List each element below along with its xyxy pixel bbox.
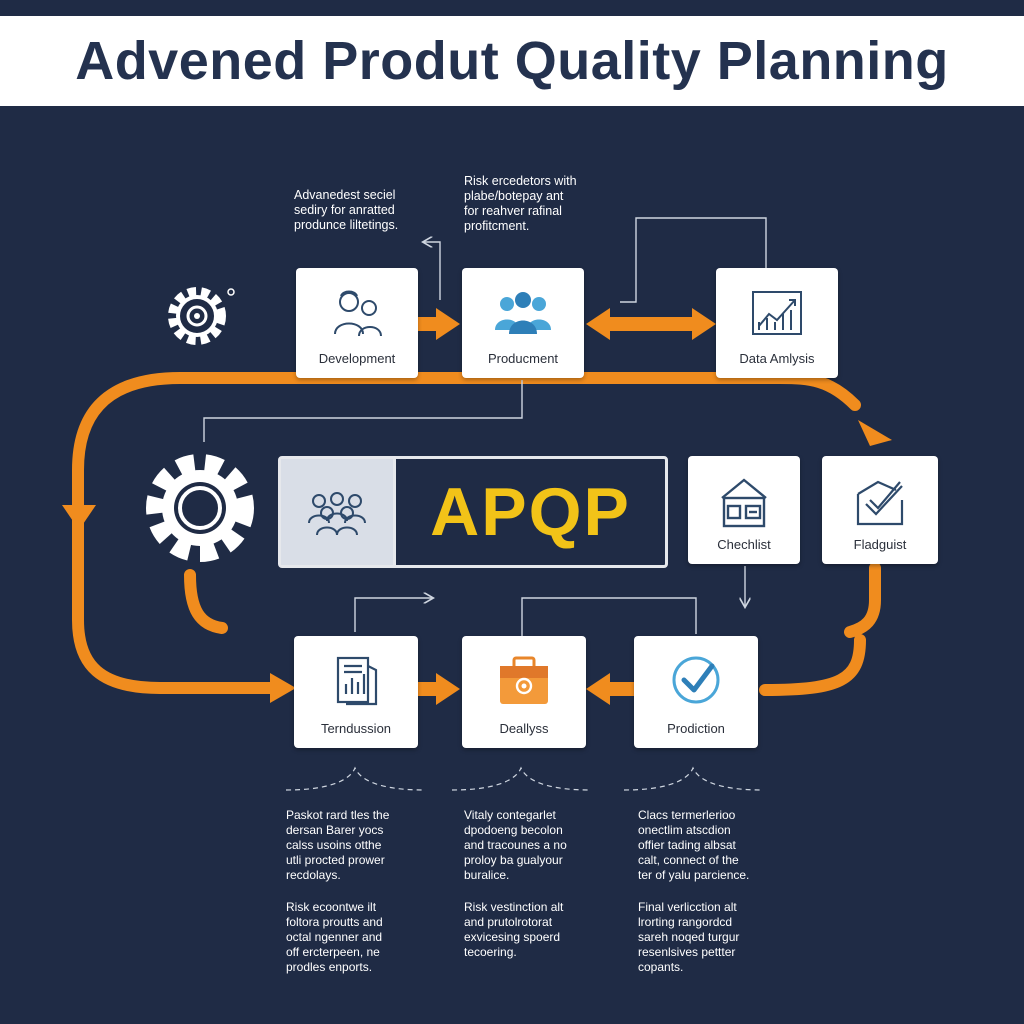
chart-icon	[752, 291, 802, 335]
card-prodiction[interactable]: Prodiction	[634, 636, 758, 748]
document-chart-icon	[336, 656, 378, 706]
top-arrows	[418, 308, 716, 340]
group-people-icon	[495, 292, 551, 334]
card-label: Deallyss	[499, 721, 549, 736]
card-label: Fladguist	[853, 537, 907, 552]
orange-loop	[72, 372, 881, 696]
team-people-icon	[334, 290, 382, 337]
small-gear-icon	[168, 287, 235, 345]
card-label: Terndussion	[320, 721, 392, 736]
orange-arrowheads	[62, 420, 892, 703]
checkbox-folder-icon	[856, 480, 904, 526]
apqp-team-panel	[281, 459, 393, 565]
check-circle-icon	[672, 656, 720, 704]
thin-connectors	[203, 217, 767, 636]
building-icon	[721, 478, 767, 528]
page-title: Advened Produt Quality Planning	[75, 31, 949, 91]
card-checklist[interactable]: Chechlist	[688, 456, 800, 564]
apqp-label-panel: APQP	[393, 459, 665, 565]
card-data-analysis[interactable]: Data Amlysis	[716, 268, 838, 378]
card-label: Chechlist	[717, 537, 771, 552]
card-development[interactable]: Development	[296, 268, 418, 378]
apqp-center-box: APQP	[278, 456, 668, 568]
card-deallyss[interactable]: Deallyss	[462, 636, 586, 748]
title-bar: Advened Produt Quality Planning	[0, 16, 1024, 106]
card-label: Producment	[487, 351, 559, 366]
large-gear-icon	[146, 454, 254, 562]
note-bottom-1a: Paskot rard tles the dersan Barer yocs c…	[286, 808, 390, 882]
toolbox-icon	[500, 656, 548, 704]
note-top-mid: Risk ercedetors with plabe/botepay ant f…	[464, 174, 577, 233]
bottom-braces	[285, 766, 763, 791]
card-label: Prodiction	[667, 721, 725, 736]
note-bottom-1b: Risk ecoontwe ilt foltora proutts and oc…	[286, 900, 383, 974]
note-bottom-3b: Final verlicction alt lrorting rangordcd…	[638, 900, 740, 974]
note-bottom-2a: Vitaly contegarlet dpodoeng becolon and …	[464, 808, 567, 882]
card-label: Development	[318, 351, 396, 366]
note-bottom-3a: Clacs termerlerioo onectlim atscdion off…	[638, 808, 750, 882]
note-top-left: Advanedest seciel sediry for anratted pr…	[294, 188, 399, 232]
card-flagguist[interactable]: Fladguist	[822, 456, 938, 564]
card-producment[interactable]: Producment	[462, 268, 584, 378]
note-bottom-2b: Risk vestinction alt and prutolrotorat e…	[464, 900, 564, 959]
apqp-label: APQP	[430, 474, 631, 550]
card-terndussion[interactable]: Terndussion	[294, 636, 418, 748]
card-label: Data Amlysis	[739, 351, 815, 366]
bottom-arrows	[418, 673, 634, 705]
team-group-icon	[308, 492, 366, 536]
